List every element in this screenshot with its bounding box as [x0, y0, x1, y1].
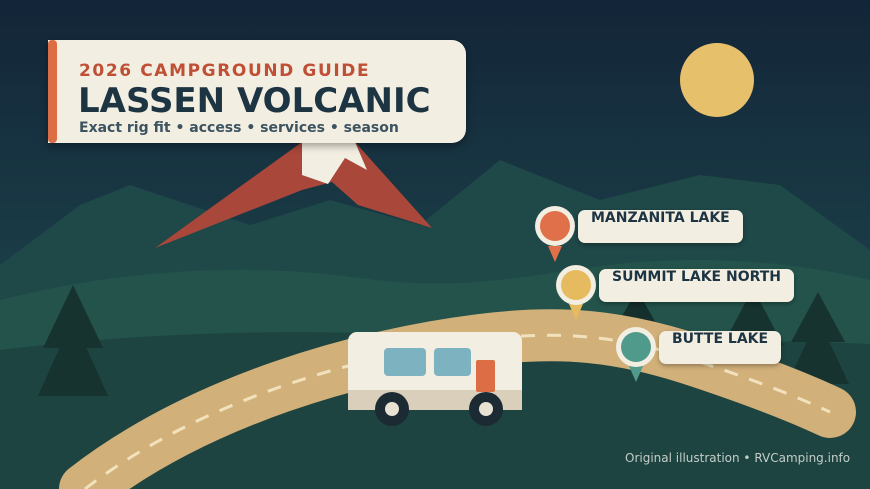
- campground-label-butte-lake: BUTTE LAKE: [659, 331, 782, 364]
- pin-icon: [556, 265, 596, 320]
- road-center-line: [84, 333, 831, 489]
- campground-label-summit-lake-north: SUMMIT LAKE NORTH: [599, 269, 795, 302]
- page-title: LASSEN VOLCANIC: [78, 81, 431, 121]
- page-subtitle: Exact rig fit • access • services • seas…: [79, 120, 399, 136]
- tree-icon: [38, 285, 108, 396]
- campground-label-manzanita-lake: MANZANITA LAKE: [578, 210, 743, 243]
- guide-eyebrow: 2026 CAMPGROUND GUIDE: [79, 61, 371, 81]
- pin-icon: [616, 327, 656, 382]
- title-card: 2026 CAMPGROUND GUIDE LASSEN VOLCANIC Ex…: [48, 40, 466, 143]
- image-credit: Original illustration • RVCamping.info: [625, 451, 851, 465]
- sun-icon: [680, 43, 754, 117]
- title-accent-bar: [48, 40, 57, 143]
- tree-icon: [787, 292, 849, 384]
- pin-icon: [535, 206, 575, 262]
- rv-icon: [348, 332, 522, 426]
